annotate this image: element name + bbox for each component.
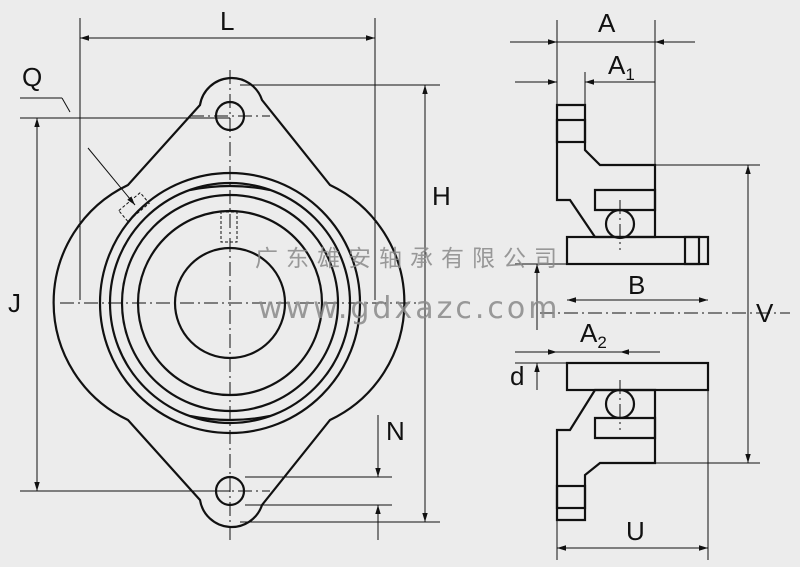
label-H: H — [432, 181, 451, 211]
inner-ring-bottom — [565, 361, 710, 392]
front-view — [20, 18, 440, 540]
label-d: d — [510, 361, 524, 391]
watermark-url: www.gdxazc.com — [258, 291, 560, 326]
label-Q: Q — [22, 62, 42, 92]
label-V: V — [756, 298, 774, 328]
watermark-company: 广东雄安轴承有限公司 — [255, 246, 565, 272]
inner-ring-top — [565, 235, 710, 266]
label-U: U — [626, 516, 645, 546]
flange-plate-top — [555, 103, 657, 239]
label-L: L — [220, 6, 234, 36]
label-A2: A2 — [580, 318, 607, 352]
label-N: N — [386, 416, 405, 446]
label-A: A — [598, 8, 616, 38]
section-view — [510, 20, 790, 560]
label-A1: A1 — [608, 50, 635, 84]
label-B: B — [628, 270, 645, 300]
label-J: J — [8, 288, 21, 318]
